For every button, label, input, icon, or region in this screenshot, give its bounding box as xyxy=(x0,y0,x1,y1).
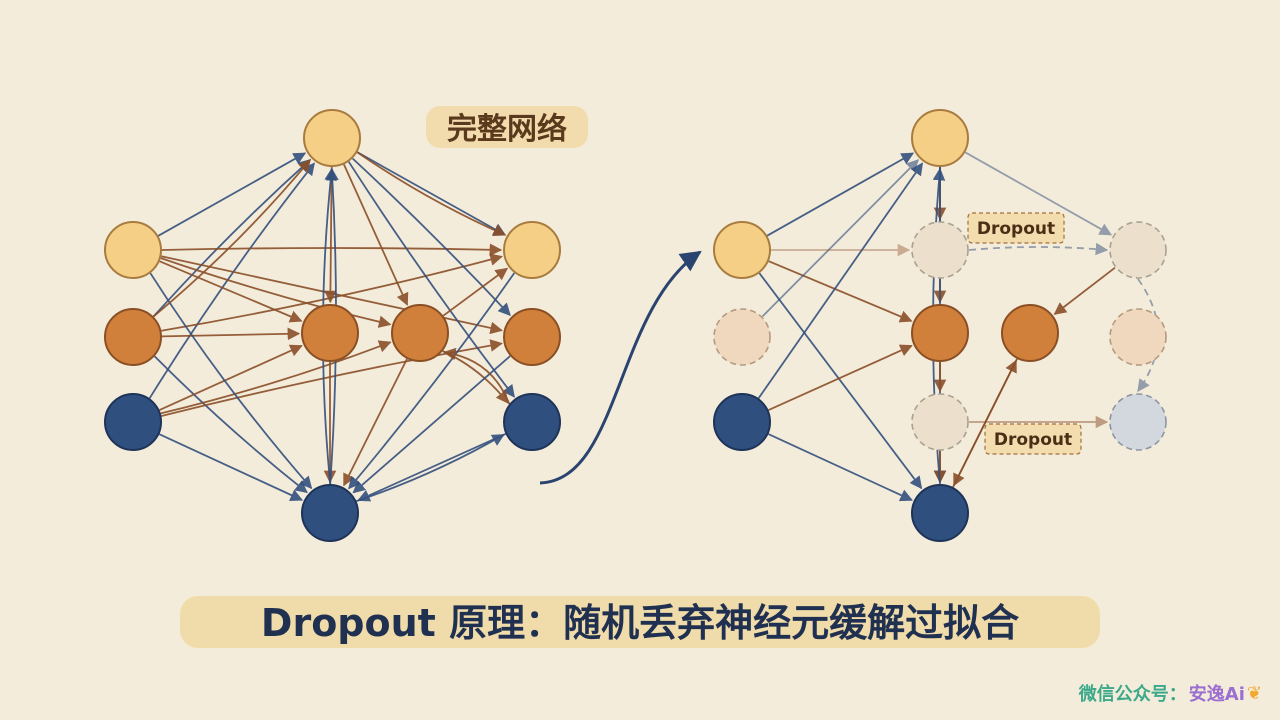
dropout-tag-top-text: Dropout xyxy=(977,219,1055,239)
dropped-neuron xyxy=(1109,393,1167,451)
active-neuron xyxy=(911,109,969,167)
dropout-edge xyxy=(1053,266,1116,315)
dropout-edge xyxy=(758,272,923,490)
full-network-edges xyxy=(148,151,516,502)
dropped-neuron xyxy=(1109,308,1167,366)
dropout-edge xyxy=(761,159,919,318)
dropout-edge xyxy=(968,242,1109,256)
full-neuron xyxy=(303,109,361,167)
full-edge xyxy=(148,162,315,399)
full-edge xyxy=(159,344,303,411)
full-neuron xyxy=(503,221,561,279)
watermark-name: 安逸Ai xyxy=(1188,684,1245,705)
full-neuron xyxy=(301,304,359,362)
full-edge xyxy=(351,157,511,317)
full-edge xyxy=(152,158,311,318)
full-neuron xyxy=(301,484,359,542)
full-edge xyxy=(347,161,515,398)
dropped-neuron xyxy=(911,221,969,279)
watermark: 微信公众号： 安逸Ai ❦ xyxy=(1079,680,1262,706)
full-neuron xyxy=(104,393,162,451)
full-edge xyxy=(348,272,516,490)
full-edge xyxy=(356,151,507,236)
full-network-label-text: 完整网络 xyxy=(447,112,567,147)
active-neuron xyxy=(713,221,771,279)
dropout-tag-top: Dropout xyxy=(967,212,1065,244)
full-edge xyxy=(352,355,511,494)
full-edge xyxy=(356,433,505,502)
full-edge xyxy=(160,340,392,415)
full-edge xyxy=(343,358,408,487)
full-neuron xyxy=(391,304,449,362)
full-edge xyxy=(159,260,303,323)
full-edge xyxy=(153,355,308,494)
full-edge xyxy=(343,164,409,306)
dropout-edge xyxy=(964,151,1113,236)
full-edge xyxy=(161,327,301,341)
full-neuron xyxy=(503,393,561,451)
dropout-tag-bottom: Dropout xyxy=(984,423,1082,455)
full-neuron xyxy=(104,221,162,279)
full-edge xyxy=(443,347,511,405)
full-edge xyxy=(324,166,337,304)
full-edge xyxy=(158,433,304,501)
full-edge xyxy=(160,257,392,328)
bird-icon: ❦ xyxy=(1246,682,1262,704)
dropout-edge xyxy=(766,152,915,237)
dropout-network-nodes xyxy=(713,109,1167,542)
watermark-prefix: 微信公众号： xyxy=(1078,684,1187,705)
active-neuron xyxy=(911,484,969,542)
full-edge xyxy=(157,152,307,237)
caption: Dropout 原理：随机丢弃神经元缓解过拟合 xyxy=(180,596,1100,648)
dropout-tag-bottom-text: Dropout xyxy=(994,430,1072,450)
full-edge xyxy=(356,151,507,237)
dropout-edge xyxy=(768,344,913,411)
dropout-network-edges xyxy=(757,151,1159,502)
caption-text: Dropout 原理：随机丢弃神经元缓解过拟合 xyxy=(261,601,1019,645)
full-edge xyxy=(149,272,313,490)
dropped-neuron xyxy=(911,393,969,451)
dropout-edge xyxy=(757,162,924,399)
full-neuron xyxy=(503,308,561,366)
full-neuron xyxy=(104,308,162,366)
dropped-neuron xyxy=(713,308,771,366)
full-edge xyxy=(357,433,506,502)
active-neuron xyxy=(713,393,771,451)
active-neuron xyxy=(1001,304,1059,362)
full-edge xyxy=(442,267,509,317)
full-network-nodes xyxy=(104,109,561,542)
active-neuron xyxy=(911,304,969,362)
full-network-label: 完整网络 xyxy=(426,106,588,148)
transition-arrow xyxy=(539,250,702,485)
dropped-neuron xyxy=(1109,221,1167,279)
full-edge xyxy=(152,159,312,318)
dropout-edge xyxy=(768,260,913,323)
dropout-edge xyxy=(768,433,913,502)
